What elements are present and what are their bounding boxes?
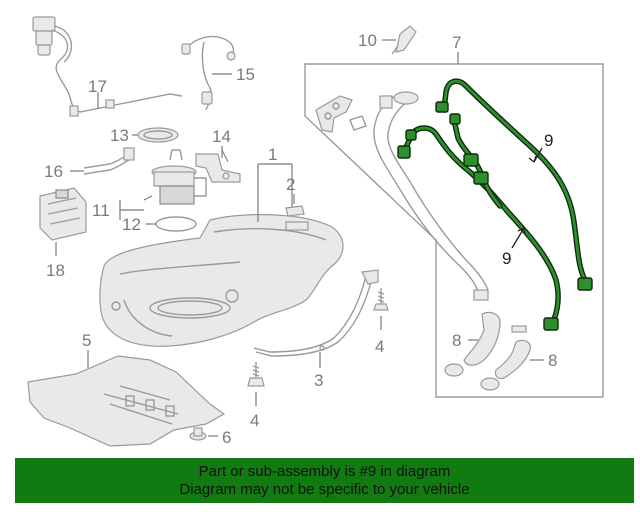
- callout-12: 12: [122, 215, 141, 234]
- heat-shield-part: [27, 355, 226, 447]
- callout-4-upper: 4: [375, 337, 384, 356]
- vent-hose-upper: [444, 311, 527, 377]
- small-hose-part: [83, 147, 135, 175]
- strap-bolt-lower: [247, 362, 265, 387]
- info-banner: Part or sub-assembly is #9 in diagram Di…: [15, 458, 634, 503]
- callout-14: 14: [212, 127, 231, 146]
- callout-11: 11: [92, 201, 110, 220]
- tank-strap-part: [253, 269, 379, 357]
- sensor-wire-part: [181, 35, 236, 111]
- parts-diagram: 17 15 10 7 13 14 16: [27, 16, 604, 447]
- callout-18: 18: [46, 261, 65, 280]
- callout-1: 1: [268, 145, 277, 164]
- callout-9-upper: 9: [544, 131, 553, 150]
- callout-17: 17: [88, 77, 107, 96]
- callout-10: 10: [358, 31, 377, 50]
- banner-line-2: Diagram may not be specific to your vehi…: [179, 480, 470, 498]
- assembly-7-frame: [304, 63, 604, 398]
- callout-16: 16: [44, 162, 63, 181]
- tank-pad-part: [285, 205, 305, 217]
- wiring-harness-part: [32, 16, 183, 117]
- highlighted-hose-part: [397, 78, 593, 331]
- callout-4-lower: 4: [250, 411, 259, 430]
- callout-5: 5: [82, 331, 91, 350]
- callout-7: 7: [452, 33, 461, 52]
- fuel-pump-module-part: [151, 149, 207, 205]
- callout-3: 3: [314, 371, 323, 390]
- callout-9-lower: 9: [502, 249, 511, 268]
- callout-2: 2: [286, 175, 295, 194]
- callout-8-upper: 8: [452, 331, 461, 350]
- seal-ring-part: [155, 216, 197, 232]
- sender-bracket-part: [195, 149, 241, 183]
- fuel-tank-part: [99, 214, 344, 347]
- callout-13: 13: [110, 126, 129, 145]
- filler-pipe-part: [315, 91, 489, 301]
- banner-line-1: Part or sub-assembly is #9 in diagram: [198, 462, 451, 480]
- strap-bolt-upper: [373, 288, 389, 311]
- shield-nut-part: [189, 427, 207, 441]
- vent-hose-lower: [480, 339, 531, 391]
- control-module-part: [39, 187, 87, 241]
- callout-6: 6: [222, 428, 231, 447]
- callout-15: 15: [236, 65, 255, 84]
- callout-8-lower: 8: [548, 351, 557, 370]
- filler-clip-part: [391, 25, 417, 55]
